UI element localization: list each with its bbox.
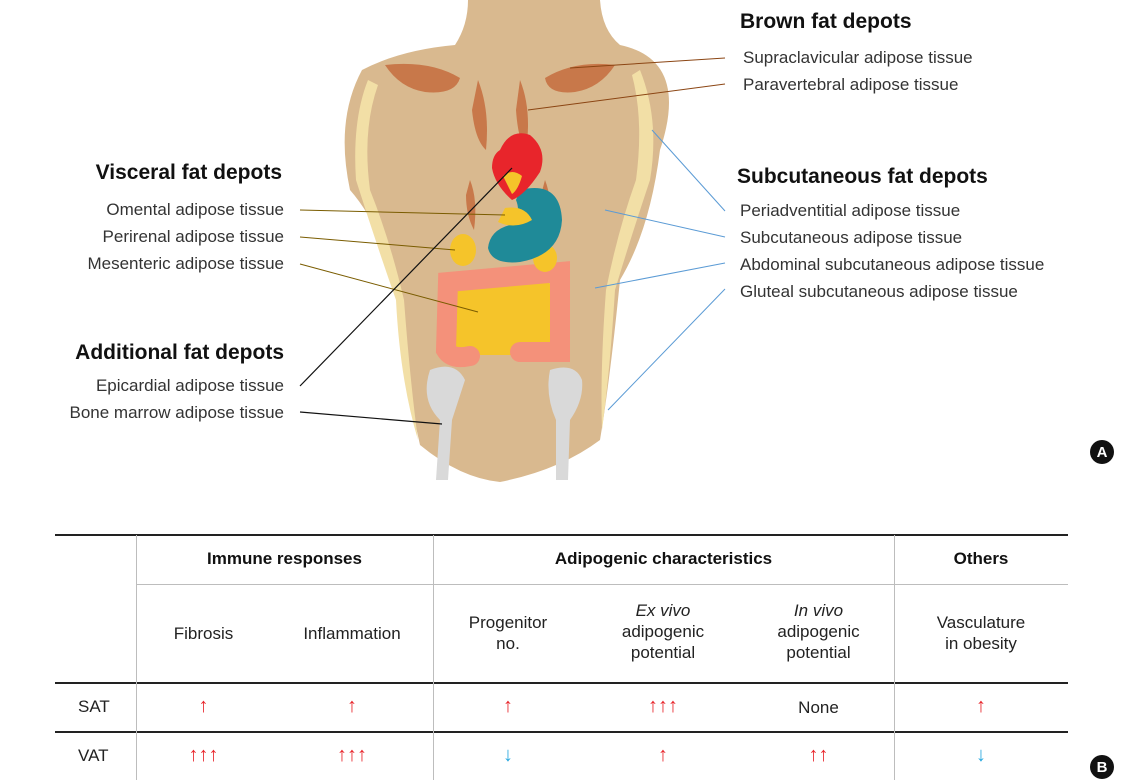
column-header-line: in obesity [894, 633, 1068, 654]
table-cell: ↑ [894, 695, 1068, 718]
visceral-fat-item: Omental adipose tissue [106, 200, 284, 220]
column-header-line: Fibrosis [136, 623, 271, 644]
panel-a-badge: A [1090, 440, 1114, 464]
subcutaneous-fat-item: Periadventitial adipose tissue [740, 201, 960, 221]
group-header-adipogenic: Adipogenic characteristics [433, 549, 894, 569]
leader-periadventitial [652, 130, 725, 211]
table-row-rule [55, 731, 1068, 733]
column-header-line: Ex vivo [583, 600, 743, 621]
column-header-in-vivo: In vivo adipogenic potential [743, 600, 894, 663]
table-cell: ↓ [433, 744, 583, 767]
table-cell: ↑↑↑ [136, 744, 271, 767]
subcutaneous-fat-item: Subcutaneous adipose tissue [740, 228, 962, 248]
visceral-fat-item: Mesenteric adipose tissue [87, 254, 284, 274]
table-header-rule [55, 682, 1068, 684]
column-header-line: adipogenic [743, 621, 894, 642]
visceral-fat-item: Perirenal adipose tissue [103, 227, 284, 247]
table-cell: ↓ [894, 744, 1068, 767]
group-header-immune: Immune responses [136, 549, 433, 569]
column-header-line: adipogenic [583, 621, 743, 642]
subcutaneous-fat-heading: Subcutaneous fat depots [737, 165, 988, 189]
group-header-others: Others [894, 549, 1068, 569]
brown-fat-item: Paravertebral adipose tissue [743, 75, 958, 95]
column-header-line: Progenitor [433, 612, 583, 633]
column-header-line: In vivo [743, 600, 894, 621]
table-group-rule [136, 584, 1068, 585]
subcutaneous-fat-item: Abdominal subcutaneous adipose tissue [740, 255, 1044, 275]
table-cell: ↑ [271, 695, 433, 718]
table-cell: ↑↑↑ [271, 744, 433, 767]
table-cell: ↑ [433, 695, 583, 718]
column-header-fibrosis: Fibrosis [136, 623, 271, 644]
additional-fat-item: Epicardial adipose tissue [96, 376, 284, 396]
column-header-line: potential [583, 642, 743, 663]
table-cell: ↑↑ [743, 744, 894, 767]
subcutaneous-fat-item: Gluteal subcutaneous adipose tissue [740, 282, 1018, 302]
additional-fat-item: Bone marrow adipose tissue [69, 403, 284, 423]
row-label-sat: SAT [78, 697, 110, 717]
column-header-vasculature: Vasculature in obesity [894, 612, 1068, 654]
torso-illustration [0, 0, 1133, 500]
panel-b-badge: B [1090, 755, 1114, 779]
table-cell: ↑ [136, 695, 271, 718]
column-header-line: no. [433, 633, 583, 654]
column-header-inflammation: Inflammation [271, 623, 433, 644]
column-header-progenitor: Progenitor no. [433, 612, 583, 654]
column-header-ex-vivo: Ex vivo adipogenic potential [583, 600, 743, 663]
table-top-rule [55, 534, 1068, 536]
table-cell: None [743, 697, 894, 718]
additional-fat-heading: Additional fat depots [75, 341, 284, 365]
table-cell: ↑ [583, 744, 743, 767]
brown-fat-item: Supraclavicular adipose tissue [743, 48, 973, 68]
leader-gluteal-subcutaneous [608, 289, 725, 410]
column-header-line: Vasculature [894, 612, 1068, 633]
column-header-line: potential [743, 642, 894, 663]
brown-fat-heading: Brown fat depots [740, 10, 912, 34]
visceral-fat-heading: Visceral fat depots [96, 161, 282, 185]
row-label-vat: VAT [78, 746, 109, 766]
column-header-line: Inflammation [271, 623, 433, 644]
table-cell: ↑↑↑ [583, 695, 743, 718]
